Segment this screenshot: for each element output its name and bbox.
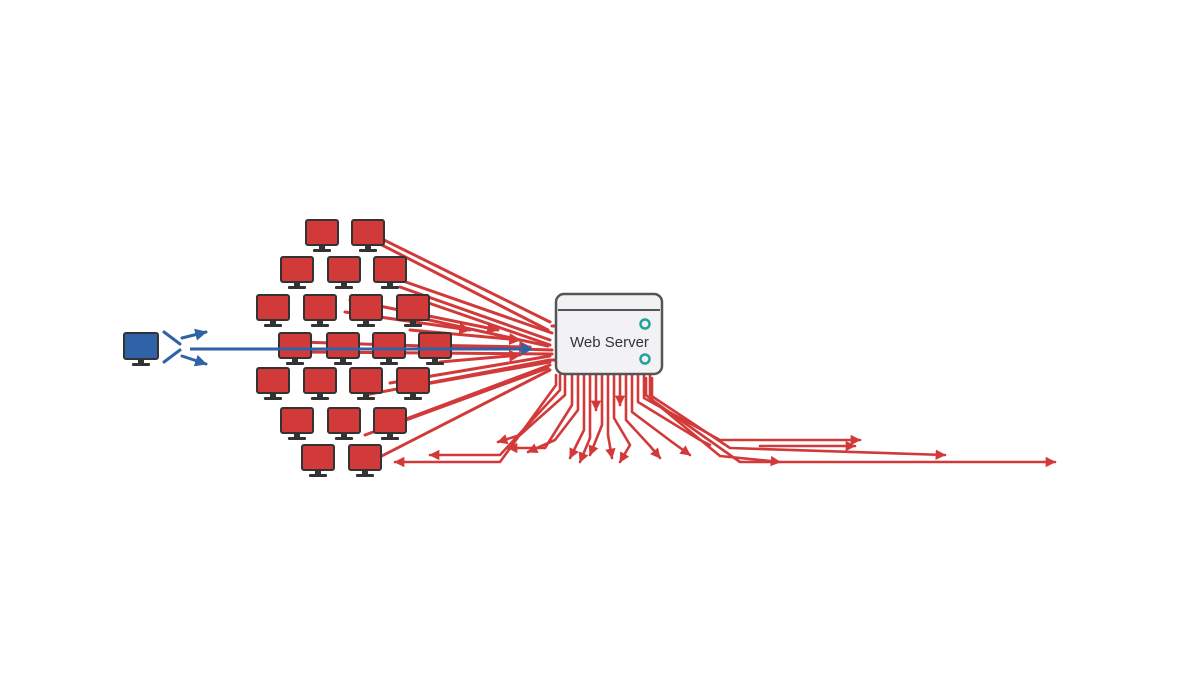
attacker-monitor-icon [256,294,290,328]
overflow-flow-arrow [648,373,947,460]
overflow-traffic-lines [393,373,1057,468]
server-icon [554,292,664,376]
attacker-monitor-icon [373,407,407,441]
attack-flow-line [378,242,550,332]
attack-flow-line [418,298,552,347]
web-server: Web Server [554,292,664,376]
attacker-monitor-icon [327,256,361,290]
attack-flow-arrow [408,328,522,345]
attack-flow-line [418,360,552,387]
attacker-monitor-icon [303,367,337,401]
attacker-monitor-icon [303,294,337,328]
overflow-flow-arrow [588,373,604,457]
server-status-led [639,318,651,330]
overflow-flow-arrow [644,376,782,467]
overflow-flow-arrow [630,373,692,457]
overflow-flow-arrow [612,373,632,464]
attack-flow-line [368,368,552,464]
attacker-monitor-icon [351,219,385,253]
attacker-monitor-icon [301,444,335,478]
overflow-flow-arrow [605,373,616,460]
attacker-monitor-icon [280,256,314,290]
overflow-flow-arrow [624,373,662,460]
legitimate-client [123,328,534,367]
split-arrows-icon [162,328,208,367]
attacker-monitor-icon [305,219,339,253]
overflow-flow-arrow [506,373,574,454]
attack-flow-line [398,278,554,335]
overflow-flow-arrow [568,373,586,460]
overflow-flow-arrow [578,373,592,464]
attacker-monitor-icon [349,367,383,401]
server-label: Web Server [570,334,649,351]
attacker-monitor-icon [373,256,407,290]
attack-flow-arrow [438,349,522,364]
overflow-flow-arrow [393,373,558,468]
attacker-monitor-icon [348,444,382,478]
overflow-flow-arrow [496,373,567,445]
server-status-led [639,353,651,365]
attacker-monitor-icon [396,367,430,401]
legit-monitor-icon [123,332,159,366]
overflow-flow-arrow [642,373,862,446]
attacker-monitor-icon [280,407,314,441]
attacker-monitor-icon [349,294,383,328]
attacker-monitor-icon [256,367,290,401]
overflow-flow-arrow [526,373,580,454]
attacker-monitor-icon [327,407,361,441]
attack-flow-line [378,236,552,324]
overflow-flow-arrow [650,376,1057,468]
